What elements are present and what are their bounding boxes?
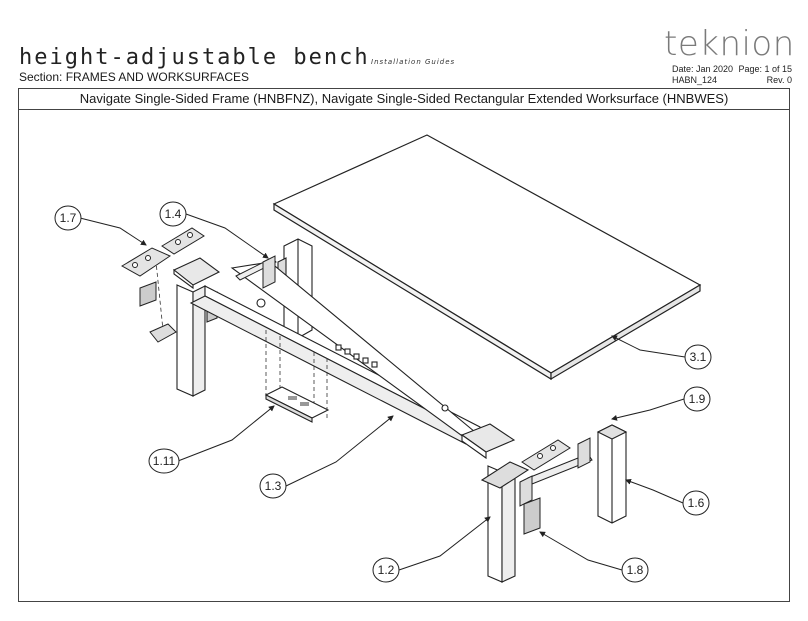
callout-1-8: 1.8 (621, 557, 649, 583)
callout-1-6: 1.6 (682, 490, 710, 516)
callout-1-7-label: 1.7 (60, 211, 77, 225)
callout-1-4: 1.4 (159, 201, 187, 227)
callout-1-8-label: 1.8 (627, 563, 644, 577)
callout-1-9: 1.9 (683, 386, 711, 412)
callout-1-11-label: 1.11 (153, 454, 176, 468)
callout-1-4-label: 1.4 (165, 207, 182, 221)
right-leg-drawing (460, 423, 530, 583)
rear-crossbar-drawing (235, 255, 277, 289)
page-number: Page: 1 of 15 (738, 64, 792, 74)
leader-lines (79, 213, 686, 571)
drawing-caption: Navigate Single-Sided Frame (HNBFNZ), Na… (18, 88, 790, 110)
section-value: FRAMES AND WORKSURFACES (65, 70, 250, 84)
right-upright-drawing (596, 424, 628, 524)
callout-1-9-label: 1.9 (689, 392, 706, 406)
document-subtitle: Installation Guides (371, 58, 456, 66)
callout-3-1: 3.1 (684, 344, 712, 370)
revision-text: Rev. 0 (766, 75, 792, 85)
callout-1-3: 1.3 (259, 473, 287, 499)
right-bracket-drawing (519, 437, 593, 535)
left-bracket-drawing (121, 227, 205, 343)
long-beam-drawing (189, 261, 482, 445)
section-line: Section: FRAMES AND WORKSURFACES (19, 70, 249, 84)
callout-1-2-label: 1.2 (378, 563, 395, 577)
document-code: HABN_124 (672, 75, 718, 85)
brand-logo: teknion (664, 24, 795, 64)
date-text: Date: Jan 2020 (672, 64, 734, 74)
alignment-lines (154, 251, 328, 418)
section-label: Section: (19, 70, 63, 84)
foot-plate-drawing (264, 386, 330, 423)
callout-1-2: 1.2 (372, 557, 400, 583)
document-title: height-adjustable bench (19, 45, 370, 70)
callout-1-11: 1.11 (148, 448, 180, 474)
callout-1-6-label: 1.6 (688, 496, 705, 510)
worksurface-drawing (272, 134, 702, 381)
callout-1-3-label: 1.3 (265, 479, 282, 493)
callout-1-7: 1.7 (54, 205, 82, 231)
callout-3-1-label: 3.1 (690, 350, 707, 364)
left-leg-drawing (172, 257, 221, 397)
